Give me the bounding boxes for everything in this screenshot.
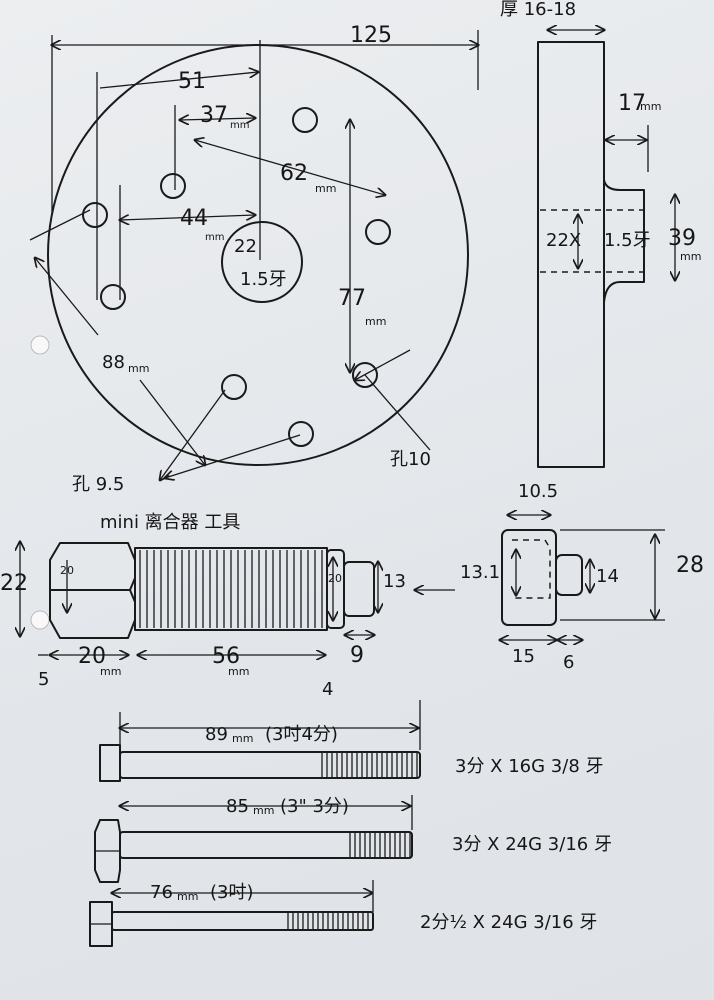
binder-hole xyxy=(30,610,50,630)
binder-hole xyxy=(30,335,50,355)
dim-88-label: 88 xyxy=(102,352,125,373)
bolt-1-length: 89 xyxy=(205,724,228,745)
bolt-3-inch: (3吋) xyxy=(210,882,254,903)
unit-label: mm xyxy=(100,665,121,678)
hex-length-label: 20 xyxy=(78,644,106,669)
nut-body-len-label: 15 xyxy=(512,646,535,667)
bolt-2-length: 85 xyxy=(226,796,249,817)
unit-label: mm xyxy=(640,100,661,113)
dim-44-label: 44 xyxy=(180,206,208,231)
collar-label: 4 xyxy=(322,679,333,700)
nut-width-label: 10.5 xyxy=(518,481,558,502)
bolt-1-inch: (3吋4分) xyxy=(265,724,338,745)
plate-view xyxy=(29,30,478,480)
nut-pin-len-label: 6 xyxy=(563,652,574,673)
thread-spec-a-label: 22X xyxy=(546,230,581,251)
bolt-3-spec: 2分½ X 24G 3/16 牙 xyxy=(420,912,597,933)
unit-label: mm xyxy=(177,890,198,903)
dim-51-label: 51 xyxy=(178,69,206,94)
hole-large-label: 孔10 xyxy=(390,449,431,470)
bolt-3 xyxy=(89,880,374,947)
unit-label: mm xyxy=(680,250,701,263)
unit-label: mm xyxy=(253,804,274,817)
bolt-1-spec: 3分 X 16G 3/8 牙 xyxy=(455,756,604,777)
thread-lines xyxy=(139,550,323,628)
unit-label: mm xyxy=(232,732,253,745)
thread-dia-label: 20 xyxy=(328,572,342,585)
bolt-2-spec: 3分 X 24G 3/16 牙 xyxy=(452,834,612,855)
tool-height-label: 22 xyxy=(0,571,28,596)
unit-label: mm xyxy=(315,182,336,195)
chamfer-label: 5 xyxy=(38,669,49,690)
boss-length-label: 17 xyxy=(618,91,646,116)
dim-37-label: 37 xyxy=(200,103,228,128)
bolt-1 xyxy=(99,700,421,782)
tool-title: mini 离合器 工具 xyxy=(100,512,240,533)
thread-length-label: 56 xyxy=(212,644,240,669)
center-hole-dia-label: 22 xyxy=(234,236,257,257)
boss-dia-label: 39 xyxy=(668,226,696,251)
unit-label: mm xyxy=(205,232,224,243)
hole-small-label: 孔 9.5 xyxy=(72,474,124,495)
unit-label: mm xyxy=(230,120,249,131)
center-hole xyxy=(221,221,303,303)
dim-62-label: 62 xyxy=(280,161,308,186)
pin-length-label: 9 xyxy=(350,643,364,668)
nut-inner-label: 13.1 xyxy=(460,562,500,583)
plate-outline xyxy=(47,44,469,466)
nut-pin-dia-label: 14 xyxy=(596,566,619,587)
unit-label: mm xyxy=(365,315,386,328)
plate-diameter-label: 125 xyxy=(350,23,392,48)
unit-label: mm xyxy=(128,362,149,375)
bolt-2-inch: (3" 3分) xyxy=(280,796,349,817)
bolt-holes xyxy=(82,107,391,447)
pin-dia-label: 13 xyxy=(383,571,406,592)
unit-label: mm xyxy=(228,665,249,678)
thread-spec-b-label: 1.5牙 xyxy=(604,230,651,251)
thickness-label: 厚 16-18 xyxy=(500,0,576,20)
nut-view xyxy=(500,515,665,640)
side-view xyxy=(537,30,675,468)
bolt-2 xyxy=(94,795,413,883)
nut-height-label: 28 xyxy=(676,553,704,578)
bolt-3-length: 76 xyxy=(150,882,173,903)
dim-77-label: 77 xyxy=(338,286,366,311)
tool-bolt xyxy=(20,542,378,655)
hex-size-label: 20 xyxy=(60,564,74,577)
center-hole-thread-label: 1.5牙 xyxy=(240,269,287,290)
